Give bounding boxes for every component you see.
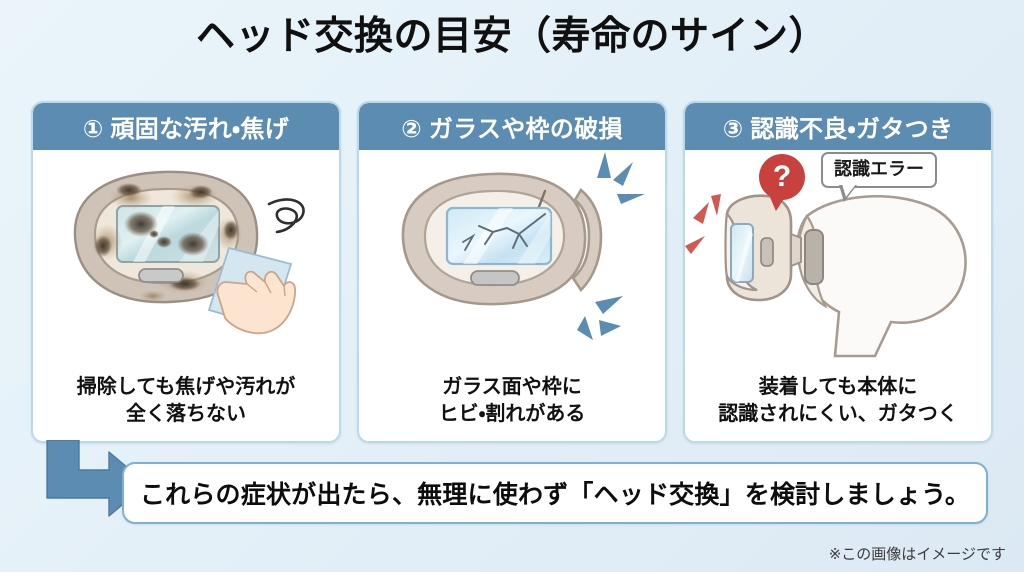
symptom-card-1: ① 頑固な汚れ・焦げ [31, 101, 341, 443]
question-badge: ? [759, 154, 805, 200]
card-3-caption-line1: 装着しても本体に [758, 376, 918, 399]
card-2-caption-line2: ヒビ・割れがある [438, 402, 586, 425]
card-1-caption: 掃除しても焦げや汚れが 全く落ちない [33, 374, 339, 441]
page-title: ヘッド交換の目安（寿命のサイン） [0, 14, 1024, 61]
card-3-caption-line2: 認識されにくい、ガタつく [718, 402, 958, 425]
card-2-caption-line1: ガラス面や枠に [442, 376, 582, 399]
conclusion-banner: これらの症状が出たら、無理に使わず「ヘッド交換」を検討しましょう。 [122, 462, 988, 524]
card-1-caption-line1: 掃除しても焦げや汚れが [76, 376, 296, 399]
card-2-header: ② ガラスや枠の破損 [359, 103, 665, 150]
card-1-illustration [33, 150, 339, 375]
card-3-caption: 装着しても本体に 認識されにくい、ガタつく [685, 374, 991, 441]
error-bubble: 認識エラー [821, 152, 937, 201]
card-1-caption-line2: 全く落ちない [126, 402, 246, 425]
card-3-header-label: ③ 認識不良・ガタつき [722, 116, 954, 143]
page-title-text: ヘッド交換の目安（寿命のサイン） [195, 15, 828, 58]
card-2-illustration [359, 150, 665, 375]
cracked-glass-icon [401, 152, 645, 340]
symptom-cards-row: ① 頑固な汚れ・焦げ [31, 101, 993, 443]
card-3-header: ③ 認識不良・ガタつき [685, 103, 991, 150]
conclusion-banner-text: これらの症状が出たら、無理に使わず「ヘッド交換」を検討しましょう。 [139, 481, 971, 509]
card-3-illustration: ? 認識エラー [685, 150, 991, 375]
symptom-card-2: ② ガラスや枠の破損 [357, 101, 667, 443]
card-1-header-label: ① 頑固な汚れ・焦げ [82, 116, 290, 143]
card-2-header-label: ② ガラスや枠の破損 [401, 116, 623, 143]
card-2-caption: ガラス面や枠に ヒビ・割れがある [359, 374, 665, 441]
symptom-card-3: ③ 認識不良・ガタつき [683, 101, 993, 443]
footnote: ※この画像はイメージです [828, 546, 1006, 563]
card-1-header: ① 頑固な汚れ・焦げ [33, 103, 339, 150]
detached-head-icon [685, 194, 967, 358]
dirty-burnt-head-icon [73, 170, 305, 335]
